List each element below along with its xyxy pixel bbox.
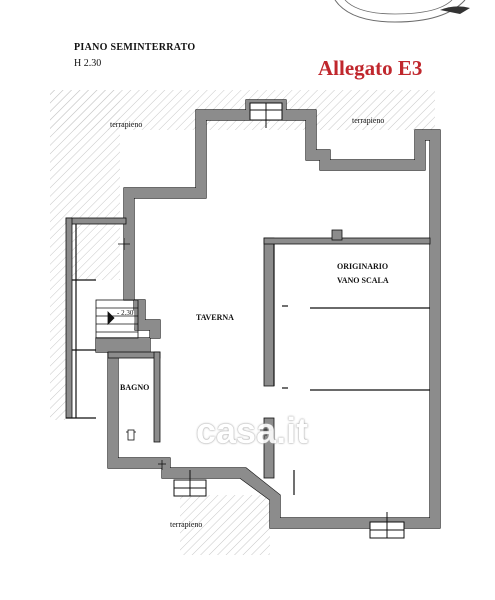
exterior-walls	[95, 99, 441, 529]
door-marks	[118, 238, 272, 470]
level-mark: - 2.30	[117, 309, 134, 317]
terrain-label-top-right: terrapieno	[352, 116, 385, 125]
room-label-taverna: TAVERNA	[196, 313, 234, 322]
height-label: H 2.30	[74, 58, 102, 69]
window-bottom-left	[173, 470, 207, 497]
partition-lines	[66, 224, 430, 495]
stairs	[95, 299, 139, 339]
terrain-label-bottom: terrapieno	[170, 520, 203, 529]
terrain-label-top-left: terrapieno	[110, 120, 143, 129]
room-label-originario: ORIGINARIO	[337, 262, 389, 271]
room-label-bagno: BAGNO	[120, 383, 150, 392]
stamp-seal	[334, 0, 470, 23]
page-title: PIANO SEMINTERRATO	[74, 42, 196, 53]
attachment-label: Allegato E3	[318, 56, 423, 80]
window-bottom-right	[369, 512, 405, 539]
room-label-vano-scala: VANO SCALA	[337, 276, 389, 285]
watermark-logo: casa.it	[196, 410, 309, 451]
window-top	[249, 102, 283, 128]
